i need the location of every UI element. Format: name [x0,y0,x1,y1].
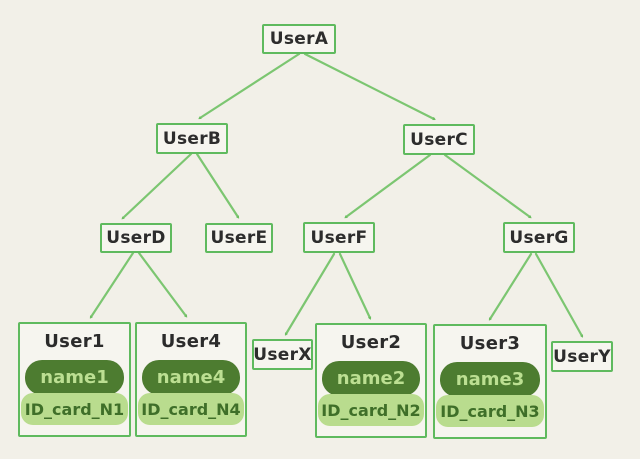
card-user1-name-pill: name1 [25,360,124,395]
node-user-f: UserF [303,222,375,253]
card-user3-idcard-pill: ID_card_N3 [436,395,544,427]
card-user3-title: User3 [459,333,521,354]
card-user2-name-pill: name2 [322,361,420,396]
card-user3-name-pill: name3 [440,362,540,397]
node-user-a: UserA [262,24,336,54]
card-user4-name-pill: name4 [142,360,240,395]
node-user-b: UserB [156,123,228,154]
card-user2: User2 name2 ID_card_N2 [315,323,427,438]
card-user1: User1 name1 ID_card_N1 [18,322,131,437]
node-user-e: UserE [205,223,273,253]
card-user1-idcard-pill: ID_card_N1 [21,393,128,425]
node-user-y: UserY [551,341,613,372]
card-user3: User3 name3 ID_card_N3 [433,324,547,439]
node-user-g: UserG [503,222,575,253]
card-user4-title: User4 [160,331,222,352]
node-user-d: UserD [100,223,172,253]
card-user2-title: User2 [340,332,402,353]
card-user2-idcard-pill: ID_card_N2 [318,394,424,426]
card-user4-idcard-pill: ID_card_N4 [138,393,244,425]
card-user1-title: User1 [44,331,105,352]
node-user-c: UserC [403,124,475,155]
node-user-x: UserX [252,339,313,370]
card-user4: User4 name4 ID_card_N4 [135,322,247,437]
